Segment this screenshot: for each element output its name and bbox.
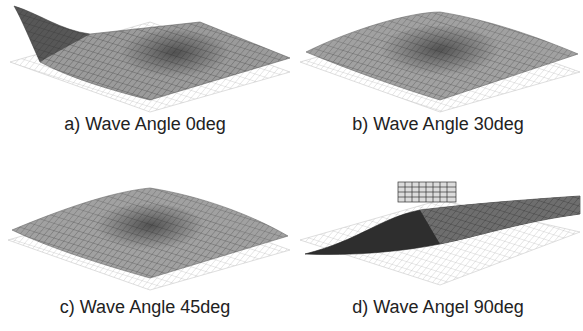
mesh-plot-d	[300, 182, 580, 285]
caption: c) Wave Angle 45deg	[60, 296, 230, 318]
caption: d) Wave Angel 90deg	[352, 296, 523, 318]
caption: b) Wave Angle 30deg	[352, 113, 523, 135]
caption: a) Wave Angle 0deg	[64, 113, 225, 135]
mesh-plot-a	[10, 6, 290, 112]
mesh-plot-c	[8, 188, 290, 290]
mesh-plot-b	[300, 12, 580, 112]
